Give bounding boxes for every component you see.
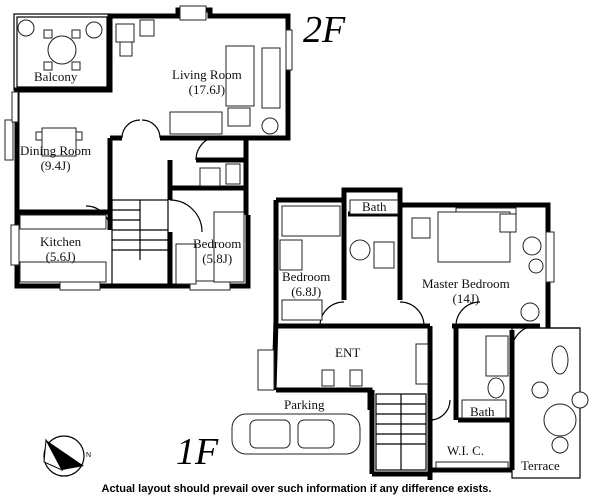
kitchen-size: (5.6J) bbox=[45, 249, 76, 264]
second-floor-plan bbox=[4, 5, 293, 291]
kitchen-label: Kitchen (5.6J) bbox=[40, 234, 81, 264]
dining-room-name: Dining Room bbox=[20, 143, 92, 158]
first-floor-plan bbox=[231, 187, 589, 480]
compass-north-label: N bbox=[86, 452, 92, 459]
wic-label: W.I. C. bbox=[447, 443, 485, 458]
living-room-name: Living Room bbox=[172, 67, 242, 82]
bedroom-2f-label: Bedroom (5.8J) bbox=[193, 236, 241, 266]
bedroom-1f-size: (6.8J) bbox=[291, 284, 322, 299]
kitchen-name: Kitchen bbox=[40, 234, 82, 249]
bath-lower-label: Bath bbox=[470, 404, 495, 419]
bath-upper-label: Bath bbox=[362, 199, 387, 214]
master-bedroom-size: (14J) bbox=[452, 291, 480, 306]
bedroom-1f-name: Bedroom bbox=[282, 269, 331, 284]
balcony-label: Balcony bbox=[34, 69, 78, 84]
disclaimer-note: Actual layout should prevail over such i… bbox=[101, 483, 492, 495]
parking-label: Parking bbox=[284, 397, 325, 412]
master-bedroom-name: Master Bedroom bbox=[422, 276, 510, 291]
floor-label-2f: 2F bbox=[303, 9, 346, 51]
terrace-label: Terrace bbox=[521, 458, 560, 473]
master-bedroom-label: Master Bedroom (14J) bbox=[422, 276, 510, 306]
ent-label: ENT bbox=[335, 345, 361, 360]
floor-label-1f: 1F bbox=[176, 431, 219, 473]
compass-icon bbox=[43, 435, 85, 477]
bedroom-2f-name: Bedroom bbox=[193, 236, 242, 251]
living-room-label: Living Room (17.6J) bbox=[172, 67, 242, 97]
dining-room-size: (9.4J) bbox=[40, 158, 71, 173]
bedroom-1f-label: Bedroom (6.8J) bbox=[282, 269, 330, 299]
dining-room-label: Dining Room (9.4J) bbox=[20, 143, 91, 173]
bedroom-2f-size: (5.8J) bbox=[202, 251, 233, 266]
living-room-size: (17.6J) bbox=[188, 82, 226, 97]
